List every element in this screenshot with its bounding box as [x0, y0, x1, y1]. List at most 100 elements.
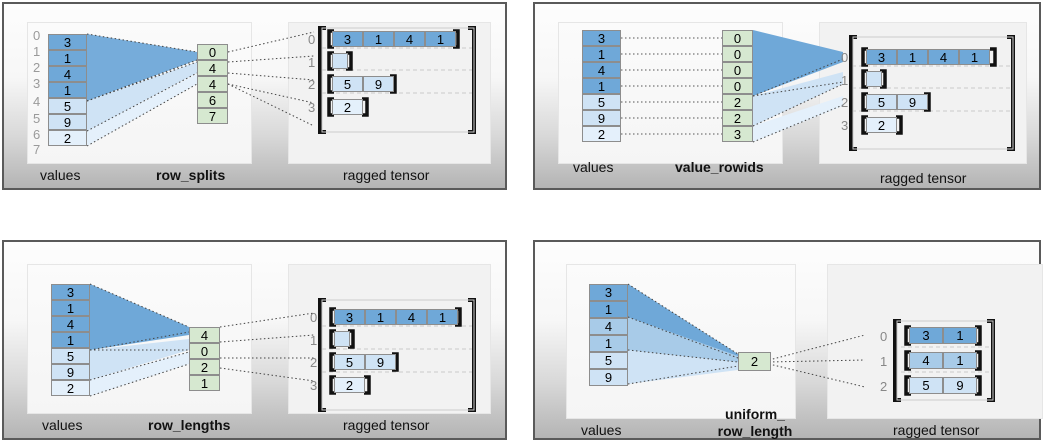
values-cell: 1	[582, 78, 621, 94]
tensor-row-index: 0	[841, 50, 849, 65]
tensor-cell: 4	[396, 309, 427, 325]
tensor-row-index: 1	[310, 333, 318, 348]
tensor-cell: 3	[909, 327, 943, 344]
values-cell: 5	[582, 94, 621, 110]
values-cell: 9	[589, 369, 628, 386]
values-label: values	[573, 159, 614, 175]
tensor-cell: 4	[928, 49, 959, 65]
values-label: values	[42, 417, 83, 433]
tensor-label: ragged tensor	[880, 170, 967, 186]
values-cell: 2	[48, 130, 87, 146]
tensor-cell: 1	[943, 327, 977, 344]
tensor-label: ragged tensor	[343, 167, 430, 183]
tensor-cell: 3	[866, 49, 897, 65]
values-cell: 4	[48, 66, 87, 82]
partition-cell: 7	[197, 108, 228, 124]
partition-cell: 6	[197, 92, 228, 108]
tensor-row-index: 1	[880, 354, 888, 369]
values-cell: 9	[48, 114, 87, 130]
partition-cell: 2	[189, 359, 220, 375]
values-cell: 4	[51, 316, 90, 332]
partition-cell: 4	[197, 60, 228, 76]
partition-label: value_rowids	[675, 159, 764, 175]
tensor-row-index: 2	[308, 77, 316, 92]
tensor-row-index: 3	[841, 118, 849, 133]
boundary-index: 5	[33, 111, 41, 126]
values-cell: 4	[582, 62, 621, 78]
tensor-row-index: 2	[880, 379, 888, 394]
values-cell: 3	[589, 284, 628, 301]
values-cell: 1	[589, 301, 628, 318]
partition-cell: 2	[722, 110, 753, 126]
partition-label: uniform_ row_length	[717, 406, 793, 439]
boundary-index: 3	[33, 76, 41, 91]
tensor-cell: 3	[334, 309, 365, 325]
values-cell: 2	[51, 380, 90, 396]
values-label: values	[581, 422, 622, 438]
values-cell: 1	[589, 335, 628, 352]
partition-cell: 3	[722, 126, 753, 142]
tensor-cell: 9	[363, 76, 394, 92]
tensor-cell-empty	[332, 53, 348, 69]
values-cell: 3	[48, 34, 87, 50]
tensor-cell: 9	[943, 377, 977, 394]
tensor-cell: 1	[427, 309, 458, 325]
boundary-index: 0	[33, 28, 41, 43]
values-cell: 2	[582, 126, 621, 142]
partition-cell: 0	[722, 30, 753, 46]
tensor-cell: 9	[897, 94, 928, 110]
partition-label: row_lengths	[148, 417, 231, 433]
values-cell: 1	[51, 300, 90, 316]
tensor-row-index: 2	[841, 95, 849, 110]
panel-uniform-row-length: 3 1 4 1 5 9 2 values uniform_ row_length…	[533, 240, 1043, 440]
row-lengths-right-card	[288, 264, 491, 414]
tensor-cell: 5	[332, 76, 363, 92]
partition-cell: 0	[722, 78, 753, 94]
panel-row-lengths: 3 1 4 1 5 9 2 4 0 2 1 values row_lengths…	[2, 240, 507, 440]
boundary-index: 7	[33, 142, 41, 157]
boundary-index: 2	[33, 60, 41, 75]
values-cell: 4	[589, 318, 628, 335]
tensor-label: ragged tensor	[893, 422, 980, 438]
tensor-cell: 1	[363, 31, 394, 47]
values-cell: 5	[51, 348, 90, 364]
tensor-cell: 1	[943, 352, 977, 369]
values-cell: 1	[51, 332, 90, 348]
values-cell: 1	[48, 82, 87, 98]
tensor-row-index: 0	[310, 310, 318, 325]
values-cell: 9	[582, 110, 621, 126]
panel-value-rowids: 3 1 4 1 5 9 2 0 0 0 0 2 2 3 values value…	[533, 2, 1041, 190]
partition-cell: 0	[189, 343, 220, 359]
tensor-cell: 5	[866, 94, 897, 110]
partition-cell: 1	[189, 375, 220, 391]
tensor-row-index: 3	[308, 100, 316, 115]
partition-label: row_splits	[156, 167, 226, 183]
tensor-cell: 3	[332, 31, 363, 47]
values-cell: 3	[51, 284, 90, 300]
boundary-index: 1	[33, 44, 41, 59]
values-cell: 5	[589, 352, 628, 369]
values-label: values	[40, 167, 81, 183]
partition-cell: 0	[722, 62, 753, 78]
values-cell: 9	[51, 364, 90, 380]
tensor-row-index: 3	[310, 378, 318, 393]
tensor-cell: 2	[866, 117, 897, 133]
tensor-row-index: 1	[308, 55, 316, 70]
tensor-cell: 9	[365, 354, 396, 370]
tensor-label: ragged tensor	[343, 417, 430, 433]
values-cell: 1	[582, 46, 621, 62]
tensor-cell: 5	[909, 377, 943, 394]
tensor-row-index: 0	[308, 32, 316, 47]
partition-cell: 2	[738, 352, 771, 371]
tensor-cell: 4	[909, 352, 943, 369]
tensor-cell: 5	[334, 354, 365, 370]
tensor-cell: 1	[959, 49, 990, 65]
partition-cell: 0	[722, 46, 753, 62]
values-cell: 1	[48, 50, 87, 66]
panel-row-splits: 0 1 2 3 4 5 6 7 3 1 4 1 5 9 2 0 4 4 6 7 …	[2, 2, 507, 190]
partition-cell: 2	[722, 94, 753, 110]
values-cell: 5	[48, 98, 87, 114]
boundary-index: 4	[33, 94, 41, 109]
tensor-cell: 1	[897, 49, 928, 65]
